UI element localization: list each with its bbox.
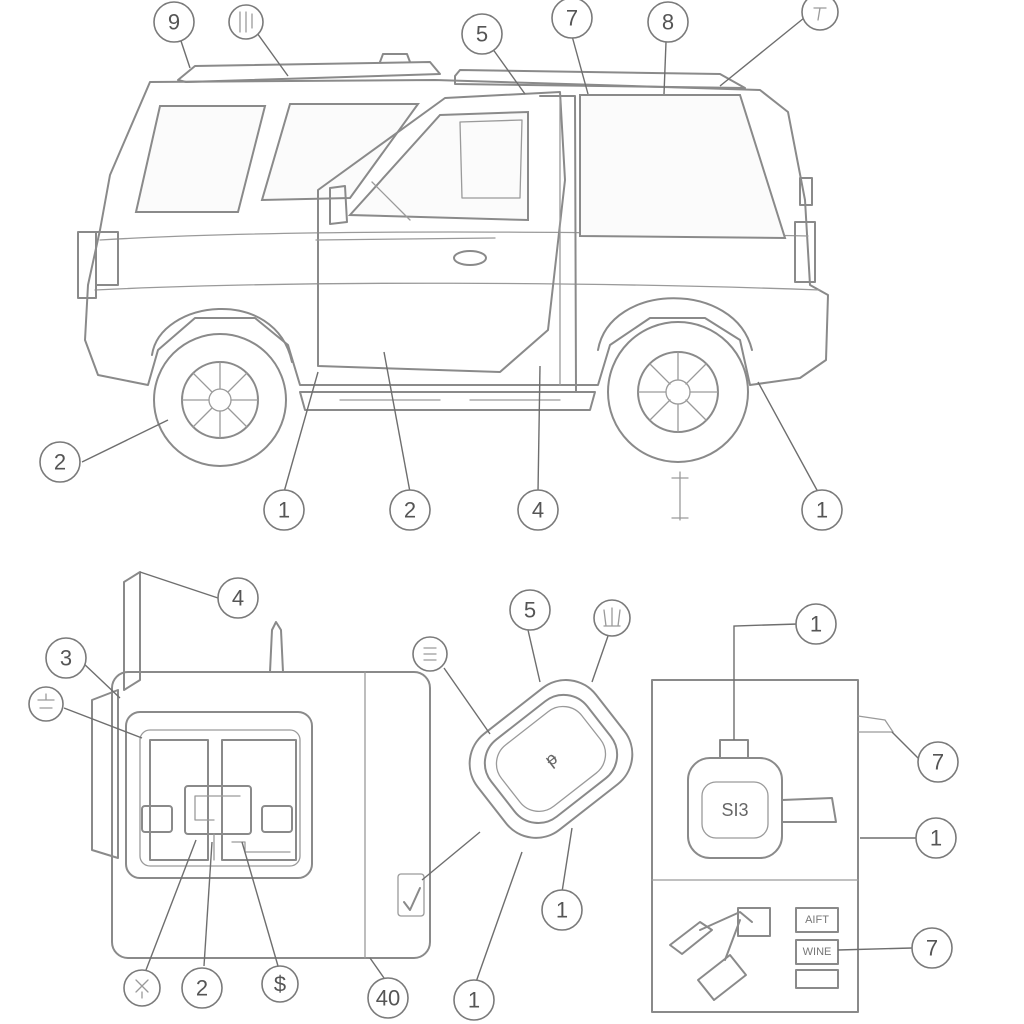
control-unit bbox=[184, 785, 252, 835]
svg-text:$: $ bbox=[274, 972, 286, 997]
callout-2-dash: 2 bbox=[181, 967, 223, 1009]
svg-text:AIFT: AIFT bbox=[805, 914, 829, 926]
front-wheel bbox=[607, 321, 749, 463]
svg-text:40: 40 bbox=[376, 986, 400, 1011]
rear-quarter-window bbox=[134, 105, 267, 213]
callout-1-port-a: 1 bbox=[795, 603, 837, 645]
antenna-icon bbox=[813, 7, 827, 21]
svg-text:9: 9 bbox=[168, 10, 180, 35]
svg-text:2: 2 bbox=[404, 498, 416, 523]
callout-wrench bbox=[228, 4, 264, 40]
key-icon bbox=[603, 607, 621, 627]
suv-illustration bbox=[77, 53, 829, 521]
callout-1-fob-b: 1 bbox=[453, 979, 495, 1021]
callout-7-port-a: 7 bbox=[917, 741, 959, 783]
door-handle bbox=[453, 250, 487, 266]
obd-port-panel: SI3 AIFT WINE bbox=[651, 679, 894, 1013]
callout-5-top: 5 bbox=[461, 13, 503, 55]
front-side-window bbox=[579, 94, 787, 240]
head-light bbox=[794, 221, 816, 283]
callouts: 9 5 7 8 2 1 2 4 1 4 3 2 $ 40 5 1 1 1 7 1… bbox=[28, 0, 959, 1021]
svg-text:1: 1 bbox=[930, 826, 942, 851]
svg-text:2: 2 bbox=[54, 450, 66, 475]
svg-text:1: 1 bbox=[468, 988, 480, 1013]
wrench-icon bbox=[239, 11, 253, 33]
key-fob-illustration: ᵽ bbox=[468, 679, 634, 839]
svg-text:3: 3 bbox=[60, 646, 72, 671]
svg-text:1: 1 bbox=[556, 898, 568, 923]
battery-icon bbox=[423, 647, 437, 661]
obd-connector bbox=[687, 757, 783, 859]
rear-wheel bbox=[153, 333, 287, 467]
svg-text:7: 7 bbox=[566, 6, 578, 31]
check-icon bbox=[403, 887, 421, 911]
callout-1-fob-a: 1 bbox=[541, 889, 583, 931]
svg-text:WINE: WINE bbox=[803, 946, 832, 958]
callout-key bbox=[593, 599, 631, 637]
svg-text:4: 4 bbox=[232, 586, 244, 611]
open-front-door bbox=[315, 91, 566, 373]
svg-text:7: 7 bbox=[932, 750, 944, 775]
callout-antenna bbox=[801, 0, 839, 31]
callout-dollar: $ bbox=[261, 965, 299, 1003]
callout-1-a: 1 bbox=[263, 489, 305, 531]
svg-text:5: 5 bbox=[476, 22, 488, 47]
signal-icon bbox=[135, 979, 149, 999]
callout-wiring bbox=[28, 686, 64, 722]
callout-5-fob: 5 bbox=[509, 589, 551, 631]
callout-8: 8 bbox=[647, 1, 689, 43]
svg-text:4: 4 bbox=[532, 498, 544, 523]
callout-7-top: 7 bbox=[551, 0, 593, 39]
wire-box bbox=[795, 939, 839, 965]
callout-4-a: 4 bbox=[517, 489, 559, 531]
obd-port-label: SI3 bbox=[721, 800, 748, 820]
callout-40: 40 bbox=[367, 977, 409, 1019]
callout-1-port-b: 1 bbox=[915, 817, 957, 859]
svg-text:2: 2 bbox=[196, 976, 208, 1001]
svg-text:5: 5 bbox=[524, 598, 536, 623]
svg-text:1: 1 bbox=[278, 498, 290, 523]
callout-battery bbox=[412, 636, 448, 672]
rear-door-window bbox=[260, 103, 420, 202]
callout-4-dash: 4 bbox=[217, 577, 259, 619]
callout-7-port-b: 7 bbox=[911, 927, 953, 969]
callout-9: 9 bbox=[153, 1, 195, 43]
dashboard-module-illustration bbox=[91, 571, 431, 959]
callout-2-left: 2 bbox=[39, 441, 81, 483]
svg-text:1: 1 bbox=[816, 498, 828, 523]
svg-text:8: 8 bbox=[662, 10, 674, 35]
aft-box bbox=[795, 907, 839, 933]
svg-text:7: 7 bbox=[926, 936, 938, 961]
fob-logo: ᵽ bbox=[541, 748, 561, 770]
callout-2-b: 2 bbox=[389, 489, 431, 531]
callout-signal bbox=[123, 969, 161, 1007]
callout-3-dash: 3 bbox=[45, 637, 87, 679]
svg-text:1: 1 bbox=[810, 612, 822, 637]
wiring-icon bbox=[37, 693, 55, 709]
callout-1-b: 1 bbox=[801, 489, 843, 531]
